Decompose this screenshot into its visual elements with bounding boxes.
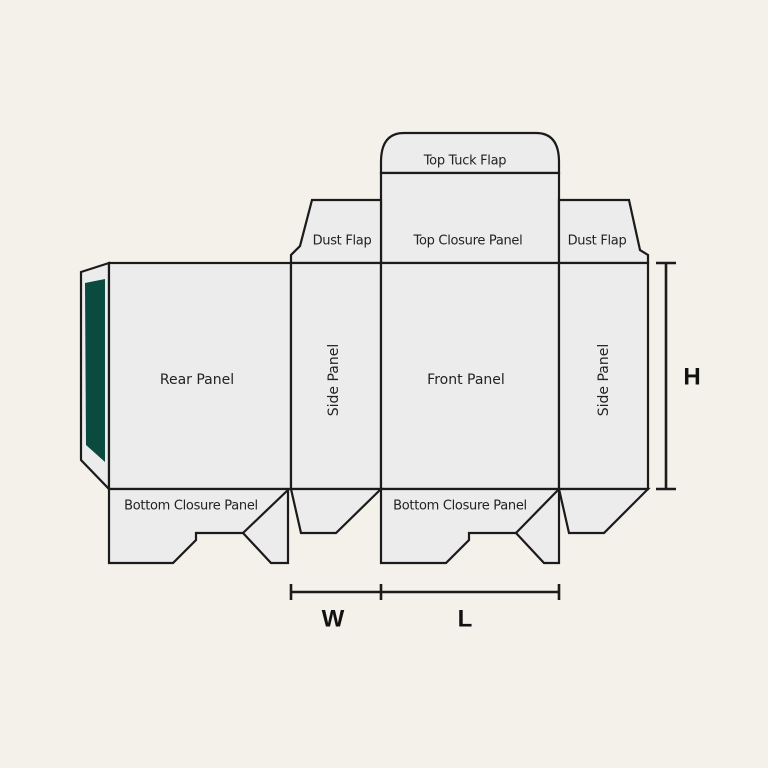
label-dust-flap-right: Dust Flap (568, 234, 627, 249)
label-bottom-closure-front: Bottom Closure Panel (393, 499, 527, 514)
dust-flap-left (289, 198, 383, 265)
label-side-panel-right: Side Panel (596, 344, 612, 417)
label-dust-flap-left: Dust Flap (313, 234, 372, 249)
rear-panel (107, 261, 293, 491)
bottom-closure-rear (107, 487, 290, 565)
bottom-fold-front (515, 488, 560, 534)
label-top-closure-panel: Top Closure Panel (413, 234, 523, 249)
glue-area (85, 279, 105, 462)
label-length: L (458, 605, 473, 632)
label-height: H (683, 363, 700, 390)
label-front-panel: Front Panel (427, 372, 505, 388)
label-bottom-closure-rear: Bottom Closure Panel (124, 499, 258, 514)
side-panel-left (289, 261, 383, 491)
label-rear-panel: Rear Panel (160, 372, 234, 388)
top-tuck-flap (379, 131, 561, 175)
dust-flap-right (557, 198, 650, 265)
width-length-dimension (289, 584, 561, 600)
bottom-flap-side-right (557, 487, 651, 535)
label-width: W (322, 605, 345, 632)
label-top-tuck-flap: Top Tuck Flap (423, 154, 507, 169)
front-panel (379, 261, 561, 491)
bottom-closure-front (379, 487, 561, 565)
top-closure-panel (379, 171, 561, 265)
bottom-flap-side-left (289, 487, 384, 535)
label-side-panel-left: Side Panel (326, 344, 342, 417)
bottom-fold-rear (242, 488, 290, 534)
height-dimension (656, 261, 676, 491)
